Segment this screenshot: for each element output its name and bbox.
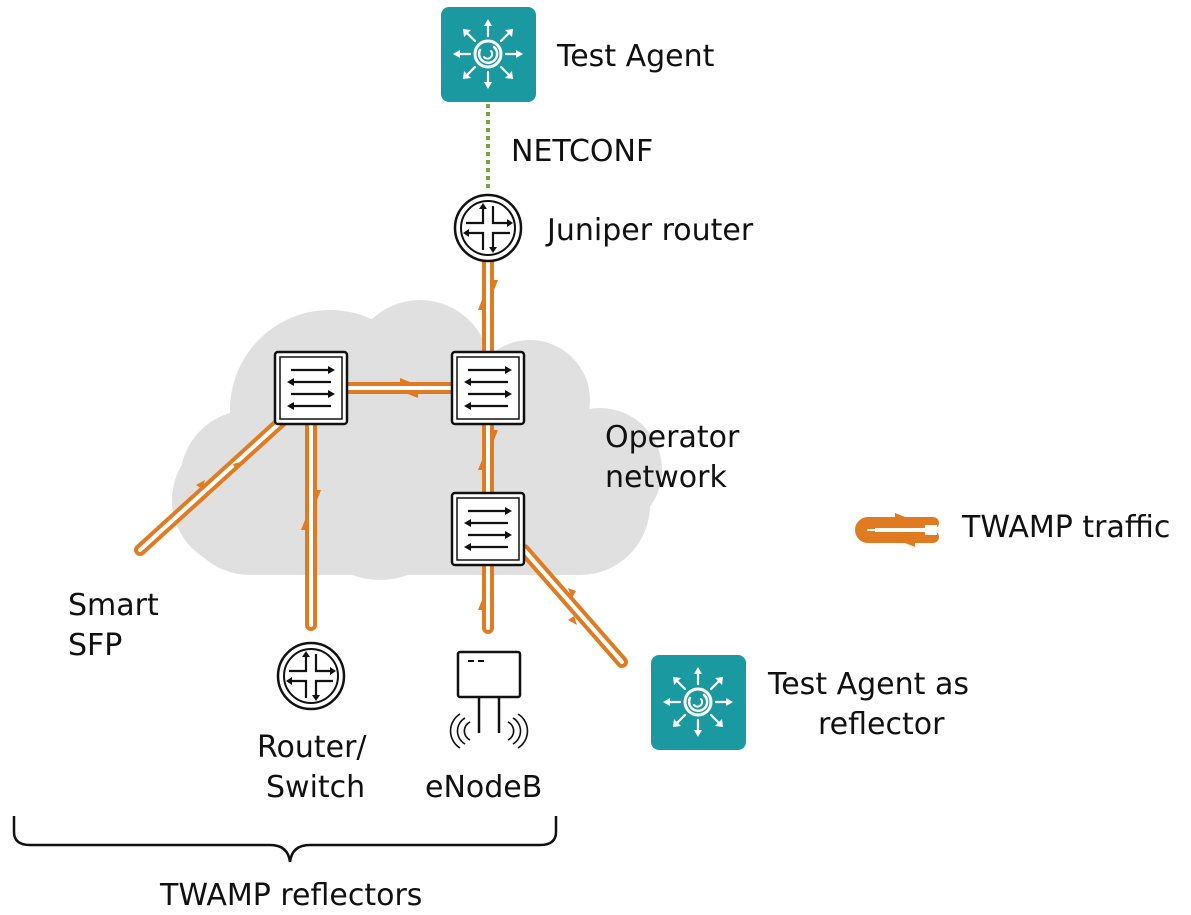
smart-sfp-label-line2: SFP (68, 628, 122, 663)
router-icon (276, 641, 346, 711)
switch-icon (450, 491, 526, 567)
twamp-reflectors-brace (12, 816, 558, 863)
operator-network-label-line1: Operator (605, 420, 740, 455)
switch-icon (273, 350, 349, 426)
router-icon (453, 193, 523, 263)
operator-network-label-line2: network (605, 460, 727, 495)
netconf-label: NETCONF (511, 134, 653, 169)
operator-network-cloud (172, 300, 662, 580)
twamp-arrowheads (196, 280, 915, 625)
enodeb-icon (449, 650, 529, 749)
legend-twamp-traffic-label: TWAMP traffic (961, 510, 1170, 545)
test-agent-icon (441, 7, 536, 102)
test-agent-reflector-icon (651, 655, 746, 750)
router-switch-label-line2: Switch (266, 770, 365, 805)
test-agent-label: Test Agent (556, 39, 715, 74)
router-switch-label-line1: Router/ (257, 730, 367, 765)
smart-sfp-label-line1: Smart (68, 588, 159, 623)
switch-icon (450, 350, 526, 426)
test-agent-reflector-label-line2: reflector (818, 707, 945, 742)
twamp-reflectors-label: TWAMP reflectors (159, 878, 422, 913)
enodeb-label: eNodeB (425, 770, 542, 805)
test-agent-reflector-label-line1: Test Agent as (767, 667, 969, 702)
juniper-router-label: Juniper router (545, 213, 754, 248)
